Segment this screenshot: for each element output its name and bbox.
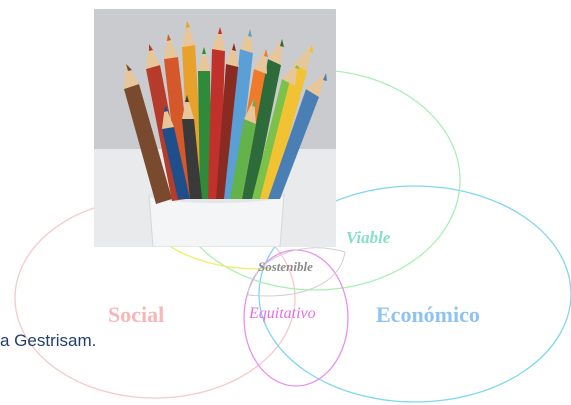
equitativo-label: Equitativo <box>248 305 316 322</box>
economico-circle <box>258 185 571 403</box>
sostenible-label: Sostenible <box>258 259 313 274</box>
pencils-illustration <box>94 9 336 247</box>
economico-label: Económico <box>376 302 480 327</box>
viable-label: Viable <box>346 228 391 247</box>
sostenible-lens <box>247 247 346 297</box>
social-label: Social <box>108 302 164 327</box>
footer-text: a Gestrisam. <box>0 331 97 350</box>
pencils-cup-photo <box>94 9 336 247</box>
